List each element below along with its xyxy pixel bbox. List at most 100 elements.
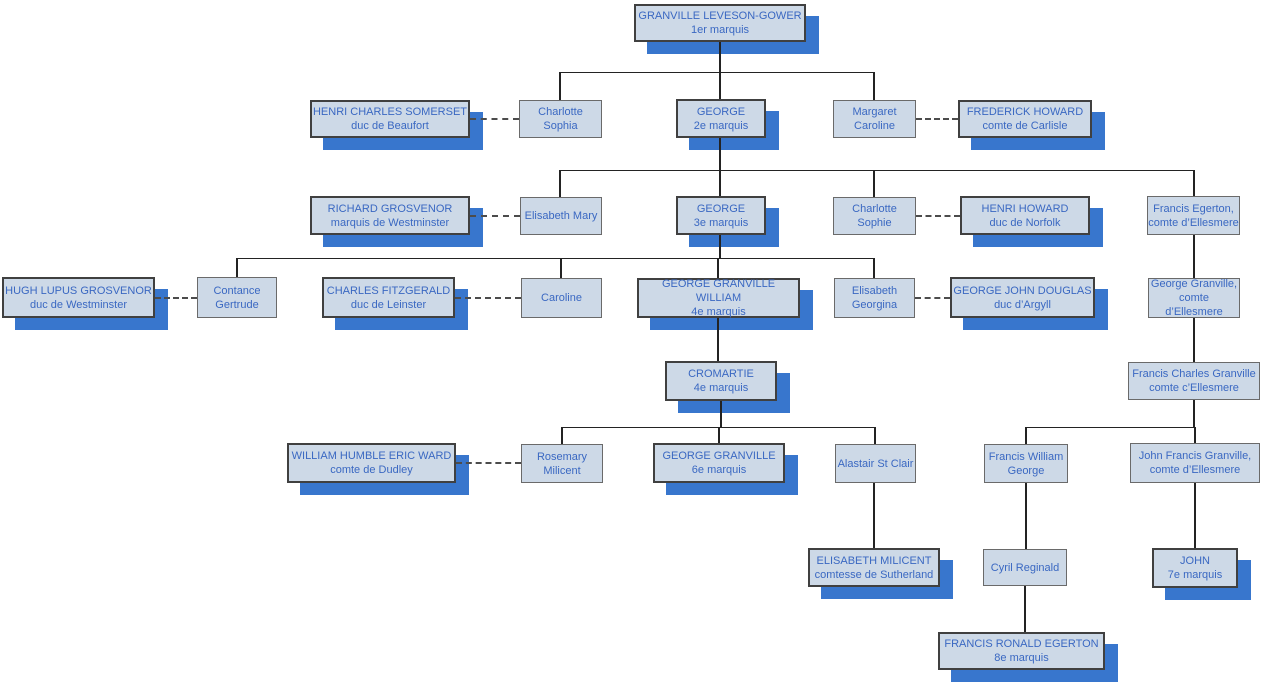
- node-henri-howard: HENRI HOWARD duc de Norfolk: [960, 196, 1090, 235]
- person-name: GEORGE: [696, 202, 746, 215]
- person-title: duc de Westminster: [29, 298, 127, 311]
- descent-line: [236, 258, 238, 279]
- person-title: comte de Dudley: [330, 464, 413, 476]
- descent-line: [873, 258, 875, 280]
- marriage-line: [155, 297, 197, 299]
- person-title: comtesse de Sutherland: [814, 568, 934, 581]
- person-name: CROMARTIE: [688, 368, 754, 380]
- node-charles-fitzgerald: CHARLES FITZGERALD duc de Leinster: [322, 277, 455, 318]
- person-title: 8e marquis: [994, 652, 1049, 664]
- person-name: GEORGE JOHN DOUGLAS: [953, 284, 1092, 297]
- descent-line: [1193, 170, 1195, 198]
- person-name: RICHARD GROSVENOR: [327, 202, 453, 215]
- descent-line: [1193, 316, 1195, 364]
- person-title: comte c’Ellesmere: [1149, 382, 1239, 394]
- node-john-7e-marquis: JOHN 7e marquis: [1152, 548, 1238, 588]
- person-title: Gertrude: [215, 298, 259, 311]
- sibling-bus-line: [560, 72, 874, 73]
- person-name: Elisabeth Mary: [524, 210, 598, 222]
- node-george-3e-marquis: GEORGE 3e marquis: [676, 196, 766, 235]
- person-name: CHARLES FITZGERALD: [326, 284, 451, 297]
- marriage-line: [916, 215, 960, 217]
- person-title: 4e marquis: [693, 382, 749, 394]
- descent-line: [719, 72, 721, 101]
- node-margaret-caroline: Margaret Caroline: [833, 100, 916, 138]
- person-name: WILLIAM HUMBLE ERIC WARD: [291, 450, 452, 462]
- person-title: Milicent: [543, 464, 581, 477]
- descent-line: [1024, 584, 1026, 634]
- descent-line: [873, 72, 875, 102]
- node-cyril-reginald: Cyril Reginald: [983, 549, 1067, 586]
- marriage-line: [455, 297, 521, 299]
- node-cromartie: CROMARTIE 4e marquis: [665, 361, 777, 401]
- node-francis-charles-granville: Francis Charles Granville comte c’Ellesm…: [1128, 362, 1260, 400]
- node-henri-charles-somerset: HENRI CHARLES SOMERSET duc de Beaufort: [310, 100, 470, 138]
- node-charlotte-sophie: Charlotte Sophie: [833, 197, 916, 235]
- node-granville-leveson-gower: GRANVILLE LEVESON-GOWER 1er marquis: [634, 4, 806, 42]
- person-name: GEORGE GRANVILLE WILLIAM: [661, 278, 776, 304]
- person-title: duc de Leinster: [350, 298, 427, 311]
- node-elisabeth-mary: Elisabeth Mary: [520, 197, 602, 235]
- person-title: Sophia: [543, 120, 578, 132]
- person-name: HENRI CHARLES SOMERSET: [312, 106, 468, 118]
- descent-line: [719, 233, 721, 259]
- descent-line: [719, 40, 721, 73]
- node-frederick-howard: FREDERICK HOWARD comte de Carlisle: [958, 100, 1092, 138]
- person-name: John Francis Granville,: [1138, 450, 1252, 462]
- person-name: HENRI HOWARD: [981, 202, 1069, 215]
- marriage-line: [470, 215, 520, 217]
- person-title: comte d’Ellesmere: [1165, 292, 1223, 318]
- person-title: 6e marquis: [691, 464, 747, 476]
- marriage-line: [915, 297, 950, 299]
- sibling-bus-line: [237, 258, 875, 259]
- person-title: 7e marquis: [1167, 569, 1223, 581]
- node-george-granville-6e: GEORGE GRANVILLE 6e marquis: [653, 443, 785, 483]
- node-george-john-douglas: GEORGE JOHN DOUGLAS duc d’Argyll: [950, 277, 1095, 318]
- descent-line: [720, 399, 722, 428]
- person-name: GEORGE GRANVILLE: [662, 450, 776, 462]
- descent-line: [1193, 398, 1195, 428]
- person-name: HUGH LUPUS GROSVENOR: [5, 284, 152, 297]
- node-francis-ronald-egerton: FRANCIS RONALD EGERTON 8e marquis: [938, 632, 1105, 670]
- descent-line: [1194, 427, 1196, 445]
- node-alastair-st-clair: Alastair St Clair: [835, 444, 916, 483]
- node-elisabeth-georgina: Elisabeth Georgina: [834, 278, 915, 318]
- sibling-bus-line: [560, 170, 1195, 171]
- descent-line: [1194, 481, 1196, 550]
- person-name: FREDERICK HOWARD: [966, 106, 1084, 118]
- person-title: 3e marquis: [693, 216, 749, 229]
- node-charlotte-sophia: Charlotte Sophia: [519, 100, 602, 138]
- node-george-granville-ellesmere: George Granville, comte d’Ellesmere: [1148, 278, 1240, 318]
- person-name: Alastair St Clair: [837, 457, 914, 470]
- descent-line: [560, 258, 562, 280]
- marriage-line: [456, 462, 521, 464]
- descent-line: [717, 316, 719, 363]
- marriage-line: [916, 118, 958, 120]
- node-george-granville-william: GEORGE GRANVILLE WILLIAM 4e marquis: [637, 278, 800, 318]
- person-name: Charlotte: [852, 203, 897, 215]
- node-contance-gertrude: Contance Gertrude: [197, 277, 277, 318]
- descent-line: [717, 258, 719, 280]
- person-title: comte d’Ellesmere: [1149, 464, 1241, 476]
- person-title: duc de Norfolk: [989, 216, 1061, 229]
- descent-line: [874, 427, 876, 446]
- person-title: marquis de Westminster: [330, 216, 450, 229]
- marriage-line: [470, 118, 519, 120]
- node-john-francis-granville: John Francis Granville, comte d’Ellesmer…: [1130, 443, 1260, 483]
- descent-line: [561, 427, 563, 446]
- person-name: JOHN: [1180, 555, 1210, 567]
- person-title: 2e marquis: [693, 119, 749, 132]
- person-name: Contance: [213, 284, 261, 297]
- descent-line: [559, 170, 561, 199]
- descent-line: [1025, 427, 1027, 446]
- descent-line: [719, 136, 721, 171]
- person-name: Charlotte: [538, 106, 583, 118]
- person-title: George: [1007, 464, 1045, 477]
- descent-line: [559, 72, 561, 102]
- person-name: Cyril Reginald: [990, 561, 1060, 574]
- person-title: 1er marquis: [690, 24, 750, 36]
- person-name: Elisabeth: [851, 285, 898, 297]
- node-caroline: Caroline: [521, 278, 602, 318]
- person-title: 4e marquis: [691, 306, 746, 318]
